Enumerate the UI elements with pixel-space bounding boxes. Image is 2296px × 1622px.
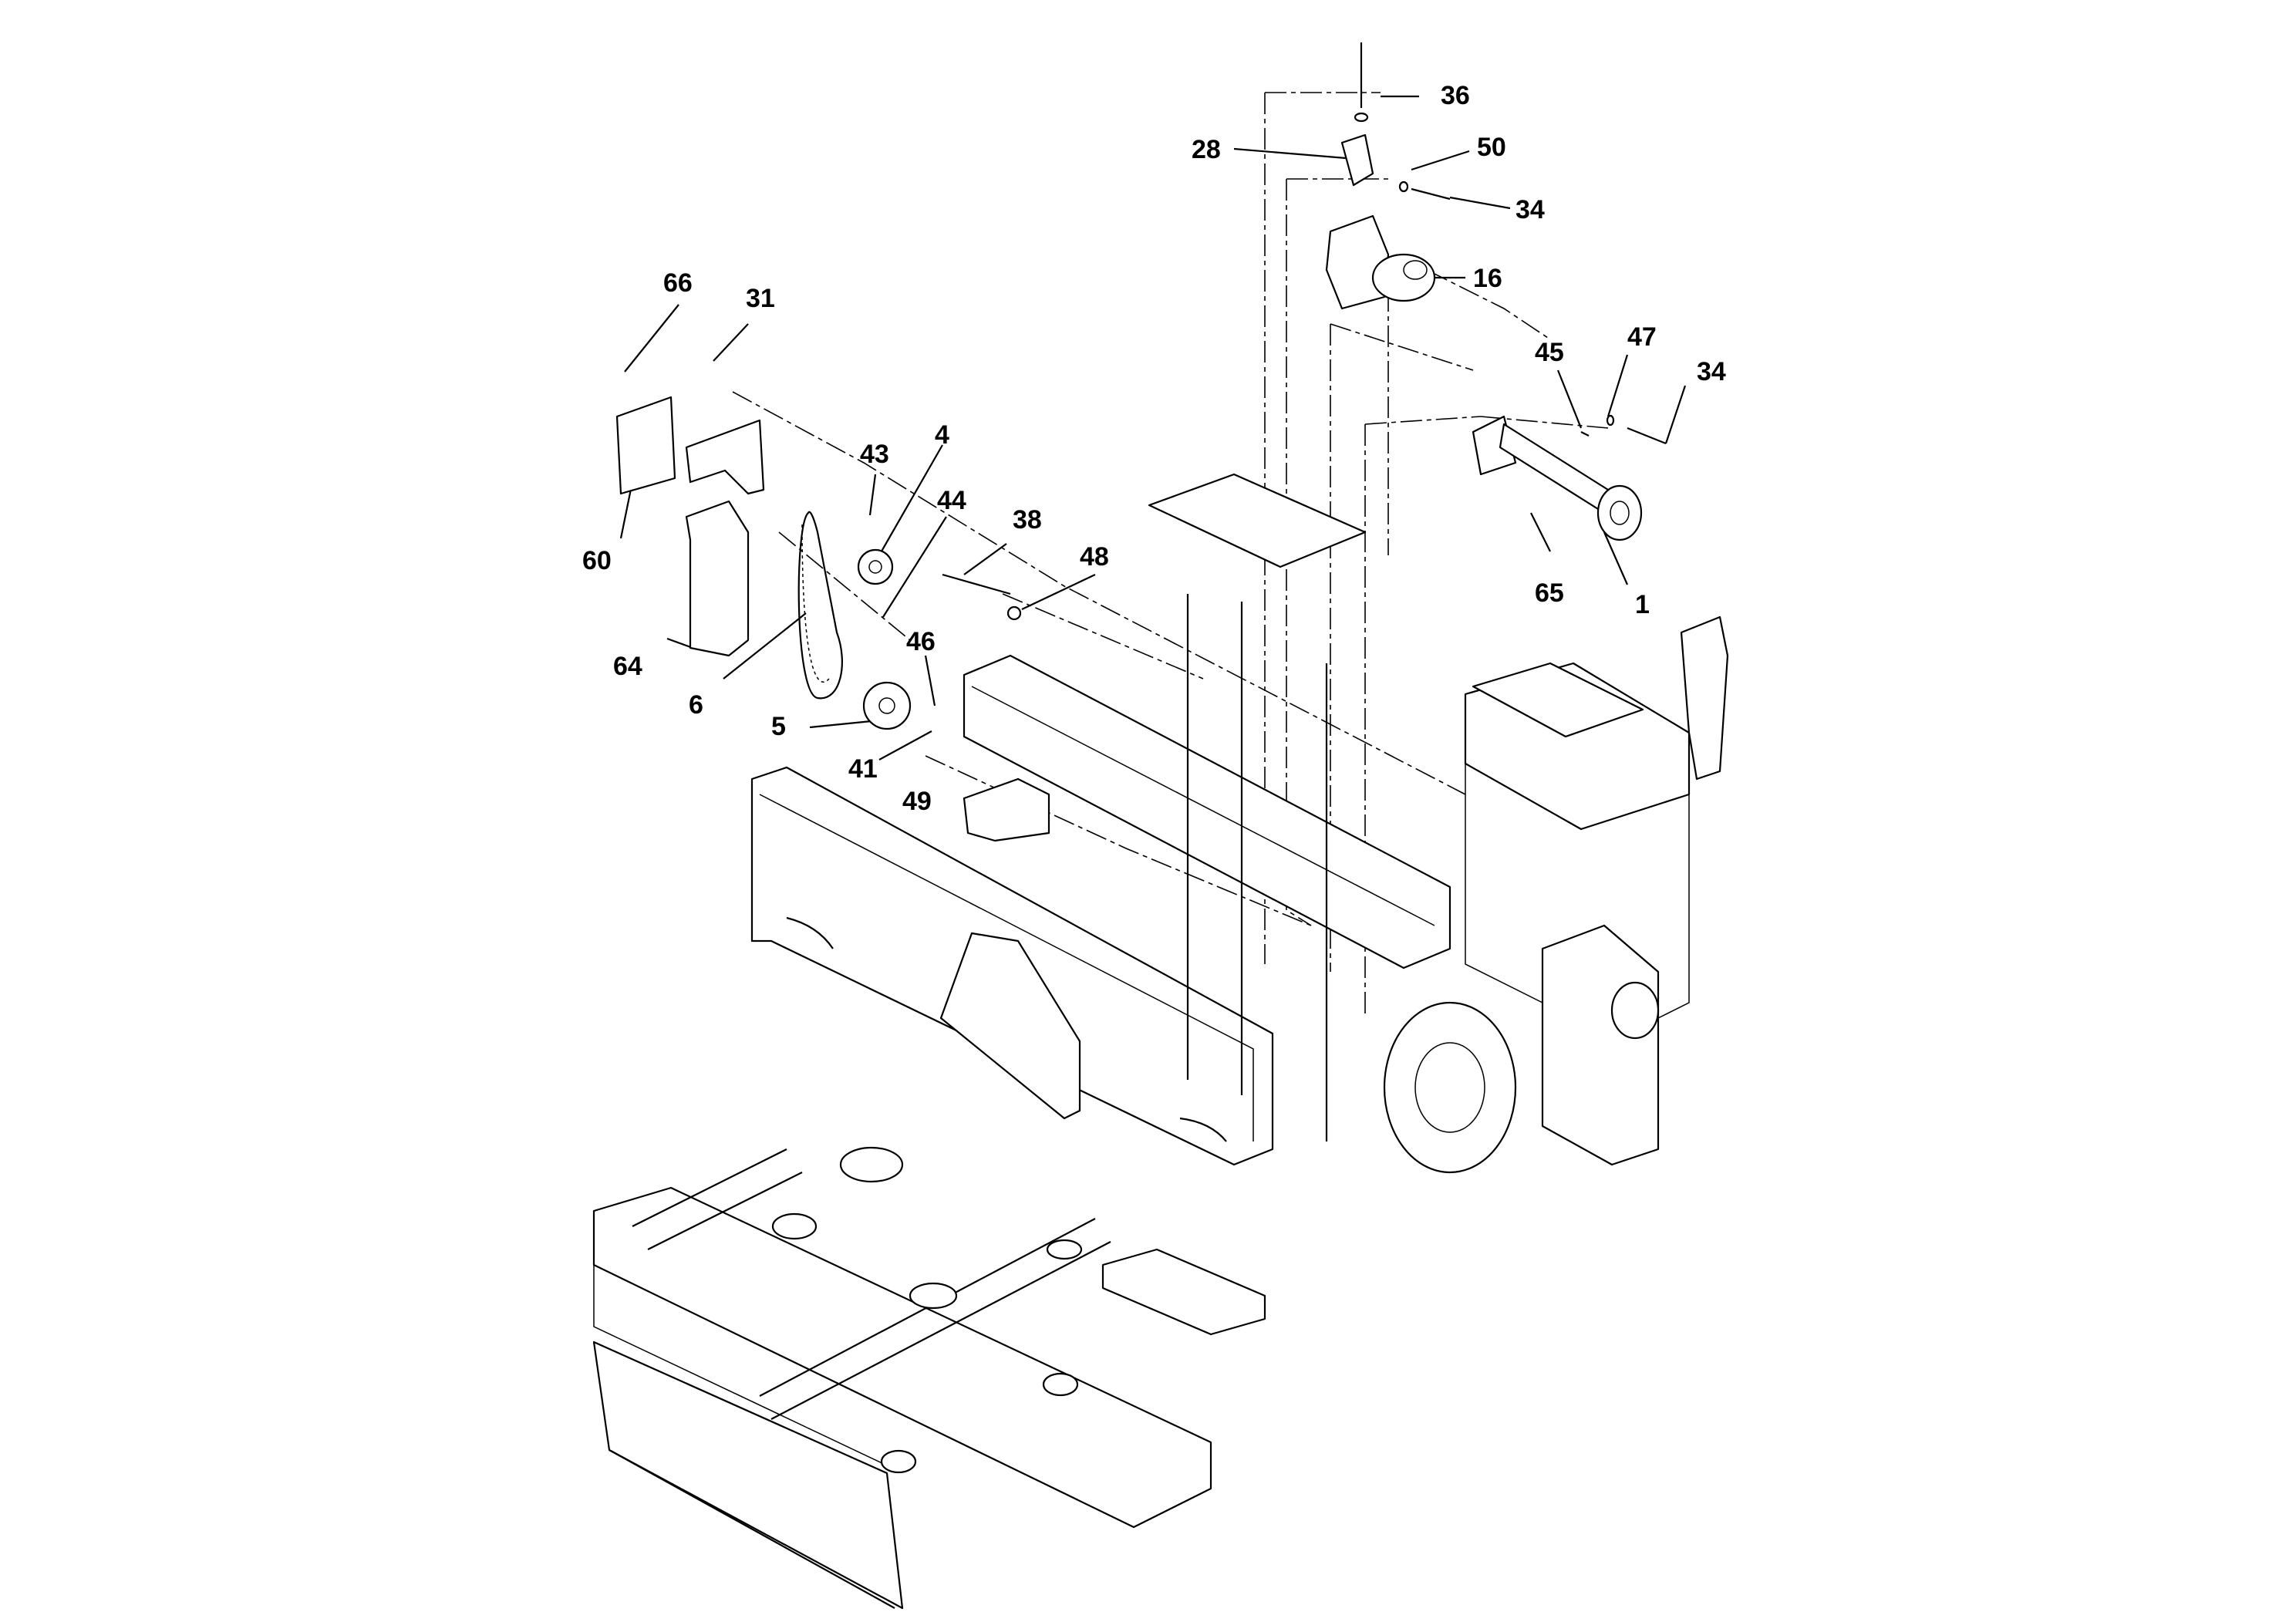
callout-65: 65 [1535,578,1564,608]
callout-43: 43 [860,440,889,469]
callout-36: 36 [1441,81,1470,110]
callout-44: 44 [937,486,966,515]
callout-4: 4 [935,420,949,450]
part-sprocket-4 [857,548,894,585]
part-cover-60 [615,396,765,495]
part-chain-6 [797,511,843,700]
part-motor-16 [1325,214,1436,310]
callout-6: 6 [689,690,703,720]
callout-64: 64 [613,652,642,681]
part-bolts-45-47-34 [1580,414,1667,445]
callout-1: 1 [1635,590,1650,619]
callout-47: 47 [1627,322,1657,352]
callout-49: 49 [902,787,932,816]
part-pin-38 [942,573,1022,621]
callout-34: 34 [1515,195,1545,224]
chassis-frame [592,473,1729,1610]
part-sprocket-5 [862,681,912,730]
callout-48: 48 [1080,542,1109,572]
callout-34-right: 34 [1697,357,1726,386]
callout-66: 66 [663,268,693,298]
callout-46: 46 [906,627,936,656]
callout-41: 41 [848,754,878,784]
part-bolt-36 [1354,42,1369,123]
callout-50: 50 [1477,133,1506,162]
part-pad-49 [963,777,1050,842]
callout-28: 28 [1192,135,1221,164]
callout-labels: 36 28 50 34 16 66 31 45 47 34 4 43 44 38… [582,81,1726,816]
callout-60: 60 [582,546,612,575]
part-shaft-1 [1472,415,1643,541]
part-bracket-28 [1340,133,1374,187]
part-bolt-34a [1398,180,1451,201]
part-guard-64 [685,500,750,657]
callout-38: 38 [1013,505,1042,534]
callout-5: 5 [771,712,786,741]
leader-lines [619,95,1687,804]
callout-31: 31 [746,284,775,313]
callout-45: 45 [1535,338,1564,367]
callout-16: 16 [1473,264,1502,293]
